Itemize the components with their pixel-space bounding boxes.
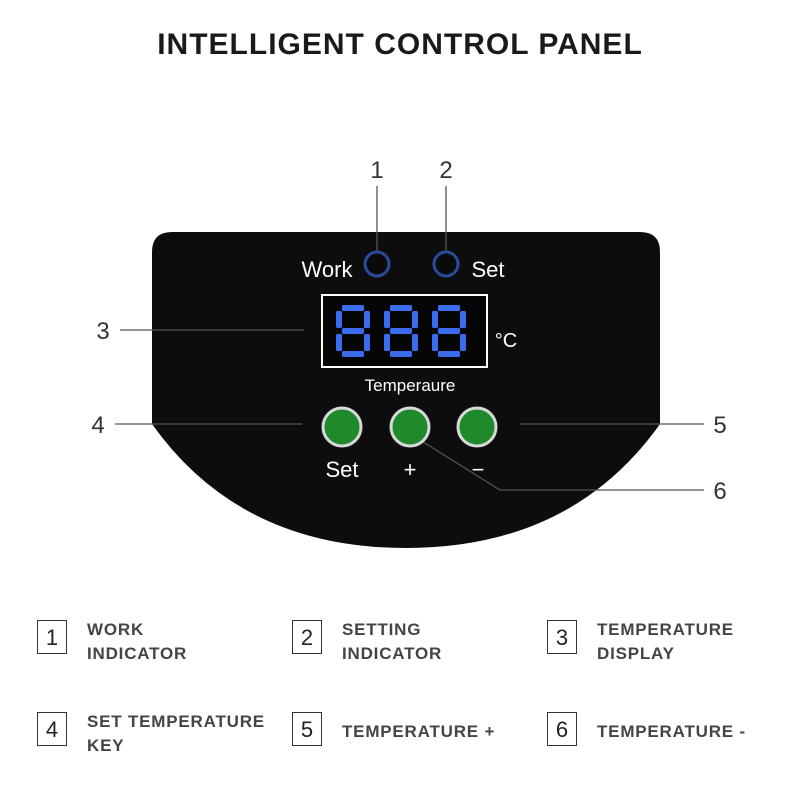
display-segment [384,311,390,328]
legend-text: SET TEMPERATURE KEY [87,712,265,755]
work-indicator-light [363,250,391,278]
legend-number-box: 5 [292,712,322,746]
display-segment [438,351,460,357]
callout-1: 1 [370,157,383,184]
display-segment [342,351,364,357]
set-button-label: Set [325,457,358,482]
temperature-display-digits [336,305,466,357]
display-segment [342,328,364,334]
set-indicator-light [432,250,460,278]
display-segment [336,334,342,351]
legend-number-box: 1 [37,620,67,654]
temperature-caption: Temperaure [365,376,456,395]
display-segment [384,334,390,351]
display-segment [342,305,364,311]
display-segment [336,311,342,328]
temperature-unit: °C [495,330,517,352]
legend-text: SETTING INDICATOR [342,620,443,663]
legend-text: WORK INDICATOR [87,620,188,663]
callout-6: 6 [713,478,726,505]
display-segment [364,334,370,351]
legend-number-box: 2 [292,620,322,654]
legend-number-box: 6 [547,712,577,746]
page-title: INTELLIGENT CONTROL PANEL [157,28,643,61]
control-panel-body [152,232,660,548]
display-segment [432,334,438,351]
callout-4: 4 [91,412,104,439]
set-temperature-button[interactable] [321,406,363,448]
callout-2: 2 [439,157,452,184]
display-segment [390,305,412,311]
legend-text: TEMPERATURE DISPLAY [597,620,734,663]
callout-3: 3 [96,318,109,345]
temperature-minus-button[interactable] [456,406,498,448]
leader-lines [115,186,704,491]
display-segment [412,334,418,351]
set-indicator-label: Set [471,257,504,282]
legend-text: TEMPERATURE - [597,722,746,741]
work-indicator-label: Work [302,257,354,282]
display-segment [432,311,438,328]
legend-number-box: 4 [37,712,67,746]
display-segment [412,311,418,328]
legend-number-box: 3 [547,620,577,654]
plus-button-label: + [404,457,417,482]
callout-5: 5 [713,412,726,439]
display-segment [390,328,412,334]
display-segment [438,328,460,334]
display-segment [460,334,466,351]
temperature-plus-button[interactable] [389,406,431,448]
minus-button-label: − [472,457,485,482]
display-segment [438,305,460,311]
display-segment [364,311,370,328]
legend-text: TEMPERATURE + [342,722,496,741]
display-segment [390,351,412,357]
display-segment [460,311,466,328]
